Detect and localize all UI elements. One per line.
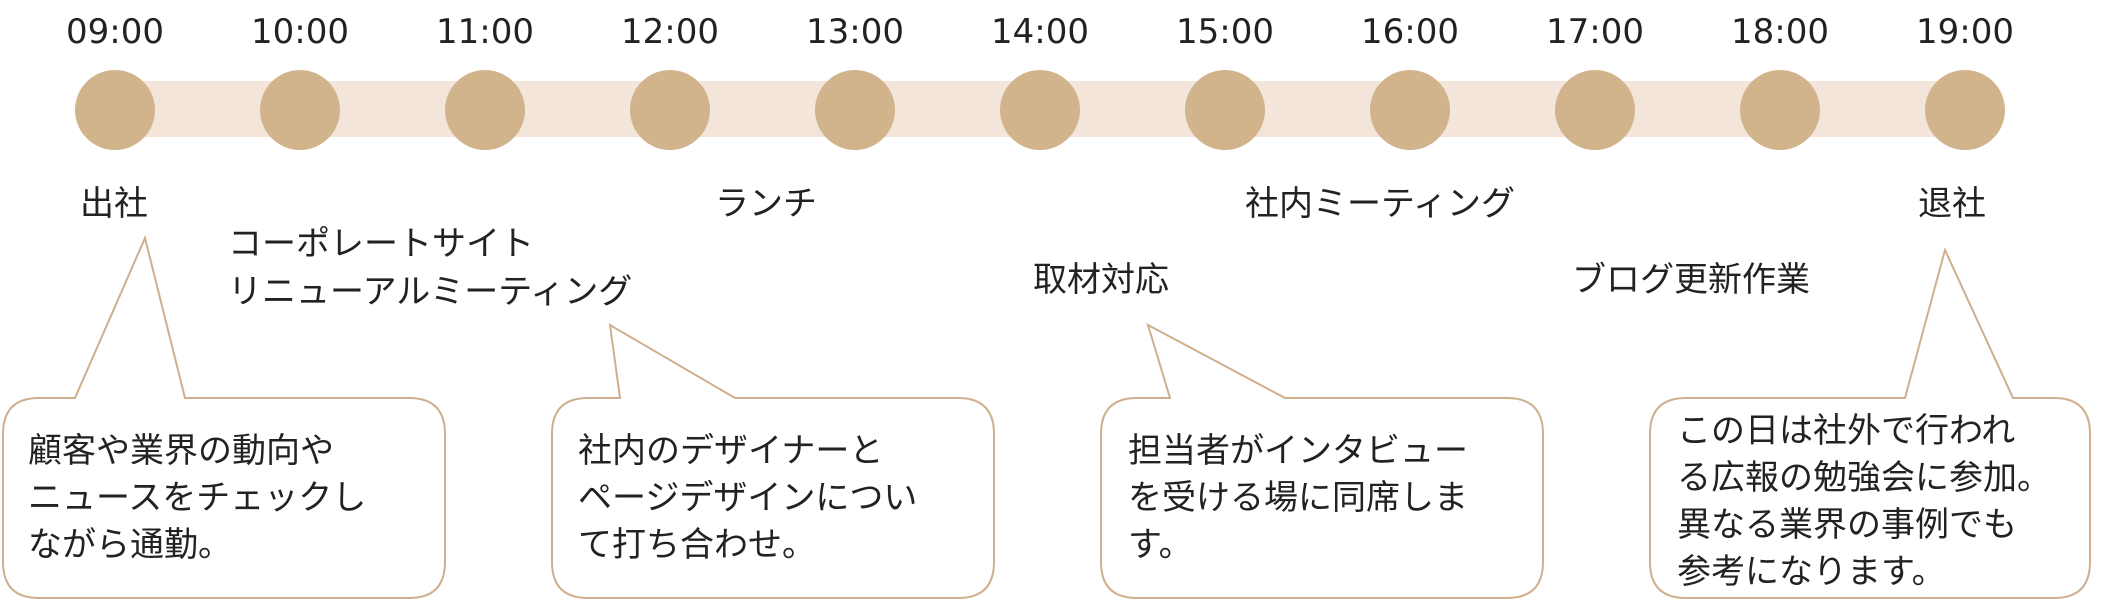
time-label-1100: 11:00 xyxy=(436,12,534,52)
time-label-1200: 12:00 xyxy=(621,12,719,52)
event-internal-meeting: 社内ミーティング xyxy=(1245,184,1515,224)
time-label-1700: 17:00 xyxy=(1546,12,1644,52)
time-label-1500: 15:00 xyxy=(1176,12,1274,52)
callout-text-interview: 担当者がインタビュー を受ける場に同席しま す。 xyxy=(1128,431,1468,565)
callout-bubble-commute xyxy=(2,234,446,599)
time-label-1000: 10:00 xyxy=(251,12,349,52)
timeline-dot-1300 xyxy=(815,70,895,150)
event-arrive: 出社 xyxy=(80,184,148,224)
time-label-1800: 18:00 xyxy=(1731,12,1829,52)
time-label-1300: 13:00 xyxy=(806,12,904,52)
timeline-dot-1900 xyxy=(1925,70,2005,150)
timeline-dot-1100 xyxy=(445,70,525,150)
timeline-dot-1500 xyxy=(1185,70,1265,150)
time-label-1600: 16:00 xyxy=(1361,12,1459,52)
timeline-dot-1400 xyxy=(1000,70,1080,150)
timeline-dot-0900 xyxy=(75,70,155,150)
timeline-dot-1000 xyxy=(260,70,340,150)
event-blog-update: ブログ更新作業 xyxy=(1572,260,1810,300)
callout-bubble-interview xyxy=(1100,322,1544,599)
time-label-1900: 19:00 xyxy=(1916,12,2014,52)
callout-text-study: この日は社外で行われ る広報の勉強会に参加。 異なる業界の事例でも 参考になりま… xyxy=(1677,411,2051,592)
time-label-0900: 09:00 xyxy=(66,12,164,52)
event-leave: 退社 xyxy=(1918,184,1986,224)
event-lunch: ランチ xyxy=(715,184,817,224)
callout-bubble-study xyxy=(1649,247,2091,599)
event-site-renewal-meeting: コーポレートサイト リニューアルミーティング xyxy=(228,224,633,312)
callout-bubble-design xyxy=(551,323,995,599)
callout-text-design: 社内のデザイナーと ページデザインについ て打ち合わせ。 xyxy=(578,431,918,565)
timeline-dot-1600 xyxy=(1370,70,1450,150)
event-interview: 取材対応 xyxy=(1033,260,1169,300)
time-label-1400: 14:00 xyxy=(991,12,1089,52)
timeline-dot-1700 xyxy=(1555,70,1635,150)
timeline-dot-1200 xyxy=(630,70,710,150)
timeline-dot-1800 xyxy=(1740,70,1820,150)
callout-text-commute: 顧客や業界の動向や ニュースをチェックし ながら通勤。 xyxy=(28,431,367,565)
